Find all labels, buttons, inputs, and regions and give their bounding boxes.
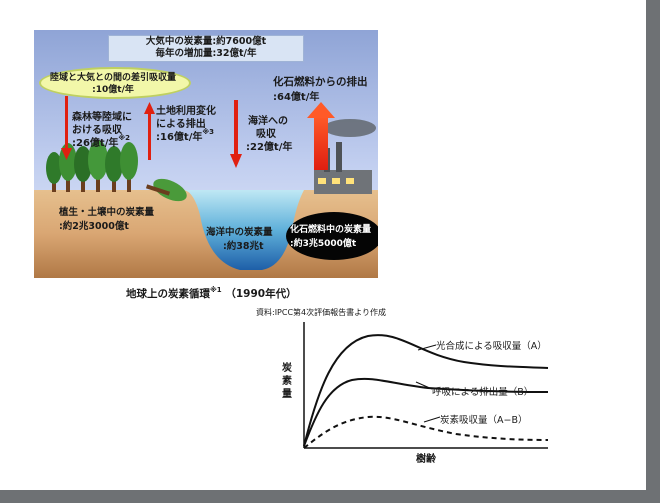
ocean — [184, 190, 304, 270]
cycle-caption: 地球上の炭素循環※1 （1990年代） — [126, 286, 297, 301]
window-gutter-right — [646, 0, 660, 503]
fossil-store-label: 化石燃料中の炭素量 — [290, 225, 372, 235]
y-label-char-2: 素 — [282, 376, 292, 387]
curve-net-absorption — [303, 415, 549, 449]
land-use-note: ※3 — [202, 128, 215, 136]
atmosphere-increase-text: 毎年の増加量:32億t/年 — [155, 48, 257, 59]
ocean-carbon-label: 海洋中の炭素量 — [206, 227, 273, 238]
y-axis-label: 炭 素 量 — [282, 362, 292, 401]
forest-trees — [46, 140, 187, 202]
curve-photosynthesis-a — [303, 334, 549, 447]
land-use-value: :16億t/年※3 — [156, 128, 214, 143]
y-label-char-1: 炭 — [282, 363, 292, 374]
land-use-line2: による排出 — [156, 119, 206, 130]
atmosphere-carbon-box: 大気中の炭素量:約7600億t 毎年の増加量:32億t/年 — [108, 35, 304, 62]
x-axis-label: 樹齢 — [416, 454, 436, 465]
forest-absorption-amount: :26億t/年 — [72, 138, 119, 149]
land-air-net-ellipse — [39, 67, 191, 99]
fossil-emission-value: :64億t/年 — [273, 92, 320, 103]
land-use-amount: :16億t/年 — [156, 132, 203, 143]
slide: 大気中の炭素量:約7600億t 毎年の増加量:32億t/年 陸域と大気との間の差… — [0, 0, 646, 490]
curve-a-label: 光合成による吸収量（A） — [436, 341, 547, 352]
y-label-char-3: 量 — [282, 389, 292, 400]
cycle-caption-year: （1990年代） — [225, 288, 297, 300]
ocean-absorption-value: :22億t/年 — [246, 142, 293, 153]
land-air-net-label: 陸域と大気との間の差引吸収量 — [50, 73, 176, 83]
ocean-absorption-arrow — [230, 100, 242, 168]
land-air-net-value: :10億t/年 — [92, 85, 134, 95]
curve-b-label: 呼吸による排出量（B） — [432, 387, 534, 398]
vegetation-soil-label: 植生・土壌中の炭素量 — [59, 207, 155, 218]
forest-note: ※2 — [118, 134, 131, 142]
ocean-absorption-line1: 海洋への — [248, 116, 288, 127]
carbon-vs-age-graph — [303, 322, 549, 449]
forest-absorption-arrow — [61, 96, 72, 160]
label-leader-lines — [415, 344, 441, 423]
land-use-line1: 土地利用変化 — [156, 106, 216, 117]
carbon-cycle-illustration — [34, 30, 378, 278]
cycle-caption-note: ※1 — [210, 286, 222, 294]
curve-ab-label: 炭素吸収量（A−B） — [440, 415, 528, 426]
atmosphere-carbon-text: 大気中の炭素量:約7600億t — [145, 36, 267, 47]
curve-respiration-b — [303, 377, 549, 447]
forest-absorption-line2: おける吸収 — [72, 125, 122, 136]
fossil-store-value: :約3兆5000億t — [290, 239, 357, 249]
fossil-emission-arrow — [307, 102, 335, 170]
forest-absorption-line1: 森林等陸域に — [72, 112, 132, 123]
smoke-cloud — [324, 119, 376, 137]
fossil-emission-label: 化石燃料からの排出 — [273, 76, 368, 88]
ocean-absorption-line2: 吸収 — [256, 129, 276, 140]
vegetation-soil-value: :約2兆3000億t — [59, 221, 129, 232]
cycle-caption-title: 地球上の炭素循環 — [126, 288, 210, 300]
ocean-carbon-value: :約38兆t — [223, 241, 264, 252]
window-gutter-bottom — [0, 490, 660, 503]
source-note: 資料:IPCC第4次評価報告書より作成 — [256, 308, 386, 317]
forest-absorption-value: :26億t/年※2 — [72, 134, 130, 149]
land-use-emission-arrow — [144, 102, 155, 160]
fossil-fuel-deposit — [286, 212, 378, 260]
